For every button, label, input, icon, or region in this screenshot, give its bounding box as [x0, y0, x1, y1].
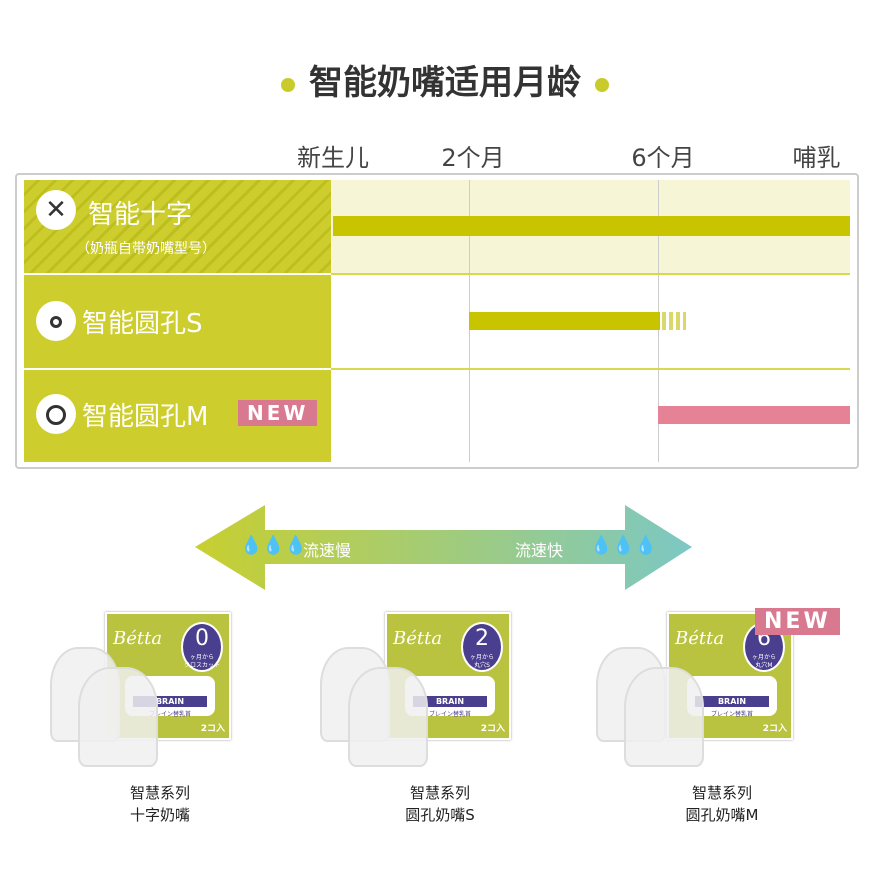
brand-logo: Bétta [393, 628, 443, 649]
brain-label: BRAIN [133, 696, 207, 707]
brain-label: BRAIN [413, 696, 487, 707]
nipple-image [624, 667, 704, 767]
range-bar-cross [333, 216, 850, 236]
brand-logo: Bétta [675, 628, 725, 649]
age-sub: ヶ月から [189, 654, 214, 661]
brain-label: BRAIN [695, 696, 769, 707]
new-badge: NEW [755, 608, 840, 635]
row-cross: ✕ 智能十字 （奶瓶自带奶嘴型号） [24, 180, 331, 273]
range-bar-s-fade [662, 312, 686, 330]
label-line2: 圆孔奶嘴M [685, 806, 759, 824]
dot-icon [281, 77, 295, 92]
title-text: 智能奶嘴适用月龄 [309, 63, 581, 103]
age-badge: 0 ヶ月からクロスカット [181, 622, 223, 672]
age: 0 [195, 626, 209, 651]
count-label: 2コ入 [480, 724, 505, 734]
jp-label: ブレイン替乳首 [710, 711, 753, 718]
label-line2: 圆孔奶嘴S [405, 806, 475, 824]
flow-fast-label: 流速快 [515, 541, 564, 560]
row-divider [331, 273, 850, 275]
product-label: 智慧系列圆孔奶嘴M [602, 782, 842, 826]
cross-icon: ✕ [36, 190, 76, 230]
new-badge: NEW [238, 400, 318, 426]
large-hole-icon [36, 394, 76, 434]
dot-icon [595, 77, 609, 92]
row-note: （奶瓶自带奶嘴型号） [76, 241, 216, 257]
brand-logo: Bétta [113, 628, 163, 649]
nipple-image [78, 667, 158, 767]
product-label: 智慧系列圆孔奶嘴S [320, 782, 560, 826]
cut-type: 丸穴M [755, 662, 773, 669]
column-2m: 2个月 [441, 144, 505, 172]
range-bar-m [658, 406, 850, 424]
flow-arrow [195, 505, 692, 590]
product-label: 智慧系列十字奶嘴 [40, 782, 280, 826]
jp-label: ブレイン替乳首 [428, 711, 471, 718]
row-name: 智能圆孔S [82, 309, 203, 339]
slow-drops-icon: 💧💧💧 [240, 535, 308, 556]
cut-type: クロスカット [183, 662, 220, 669]
row-small-hole: 智能圆孔S [24, 275, 331, 368]
count-label: 2コ入 [200, 724, 225, 734]
small-hole-icon [36, 301, 76, 341]
page-title: 智能奶嘴适用月龄 [0, 55, 890, 104]
count-label: 2コ入 [762, 724, 787, 734]
label-line1: 智慧系列 [691, 784, 752, 802]
age-sub: ヶ月から [469, 654, 494, 661]
nipple-image [348, 667, 428, 767]
flow-slow-label: 流速慢 [303, 541, 352, 560]
column-6m: 6个月 [631, 144, 695, 172]
age: 2 [475, 626, 489, 651]
label-line2: 十字奶嘴 [129, 806, 190, 824]
age-sub: ヶ月から [751, 654, 776, 661]
row-name: 智能圆孔M [82, 402, 209, 432]
range-bar-s [469, 312, 660, 330]
row-large-hole: 智能圆孔M NEW [24, 370, 331, 462]
label-line1: 智慧系列 [409, 784, 470, 802]
label-line1: 智慧系列 [129, 784, 190, 802]
row-name: 智能十字 [88, 200, 193, 230]
fast-drops-icon: 💧💧💧 [590, 535, 658, 556]
row-divider [331, 368, 850, 370]
age-badge: 2 ヶ月から丸穴S [461, 622, 503, 672]
cut-type: 丸穴S [474, 662, 490, 669]
column-newborn: 新生儿 [297, 144, 369, 172]
jp-label: ブレイン替乳首 [148, 711, 191, 718]
